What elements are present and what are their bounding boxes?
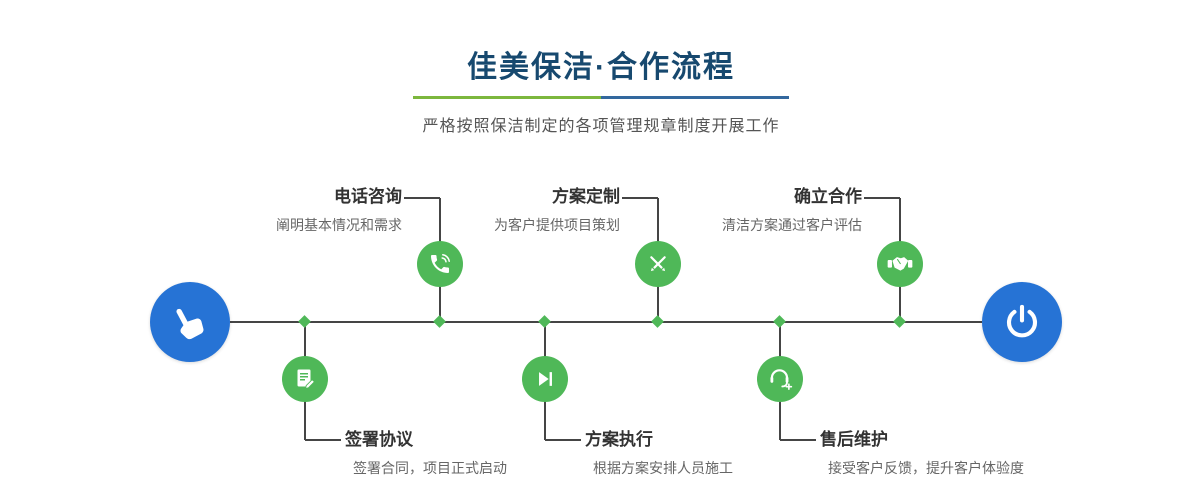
phone-icon [431,254,450,273]
connector-stub [545,439,581,441]
step-desc: 为客户提供项目策划 [494,217,620,233]
step-label-sign-agreement: 签署协议 签署合同，项目正式启动 [345,428,665,478]
step-node-establish-coop [877,241,923,287]
timeline-diamond [893,315,906,328]
step-desc: 接受客户反馈，提升客户体验度 [828,460,1024,476]
timeline-diamond [651,315,664,328]
timeline-line [230,321,982,323]
execute-icon [539,372,552,386]
divider-blue-segment [601,96,789,99]
timeline-diamond [433,315,446,328]
step-desc: 签署合同，项目正式启动 [353,460,507,476]
step-desc: 根据方案安排人员施工 [593,460,733,476]
step-title: 方案执行 [585,430,653,449]
connector-stub [404,197,440,199]
title-divider [413,96,789,99]
step-title: 方案定制 [552,187,620,206]
page-title: 佳美保洁·合作流程 [467,51,735,84]
after-sales-icon [770,369,793,390]
divider-green-segment [413,96,601,99]
timeline-diamond [773,315,786,328]
connector-stub [305,439,341,441]
timeline-diamond [298,315,311,328]
step-title: 签署协议 [345,430,413,449]
step-title: 售后维护 [820,430,888,449]
design-pens-icon [650,256,666,272]
page-subtitle: 严格按照保洁制定的各项管理规章制度开展工作 [422,118,780,135]
step-desc: 清洁方案通过客户评估 [722,217,862,233]
connector-stub [864,197,900,199]
connector-stub [622,197,658,199]
step-label-after-sales: 售后维护 接受客户反馈，提升客户体验度 [820,428,1140,478]
step-label-phone-consult: 电话咨询 阐明基本情况和需求 [142,185,402,235]
step-label-plan-execute: 方案执行 根据方案安排人员施工 [585,428,905,478]
step-label-establish-coop: 确立合作 清洁方案通过客户评估 [602,185,862,235]
connector-stub [780,439,816,441]
pointing-hand-icon [176,308,204,340]
end-node [982,282,1062,362]
step-node-sign-agreement [282,356,328,402]
step-node-plan-custom [635,241,681,287]
power-icon [1006,304,1038,338]
step-node-plan-execute [522,356,568,402]
timeline-diamond [538,315,551,328]
handshake-icon [887,257,913,271]
start-node [150,282,230,362]
step-title: 确立合作 [794,187,862,206]
step-node-phone-consult [417,241,463,287]
step-desc: 阐明基本情况和需求 [276,217,402,233]
contract-icon [297,369,316,389]
step-label-plan-custom: 方案定制 为客户提供项目策划 [360,185,620,235]
step-node-after-sales [757,356,803,402]
step-title: 电话咨询 [334,187,402,206]
